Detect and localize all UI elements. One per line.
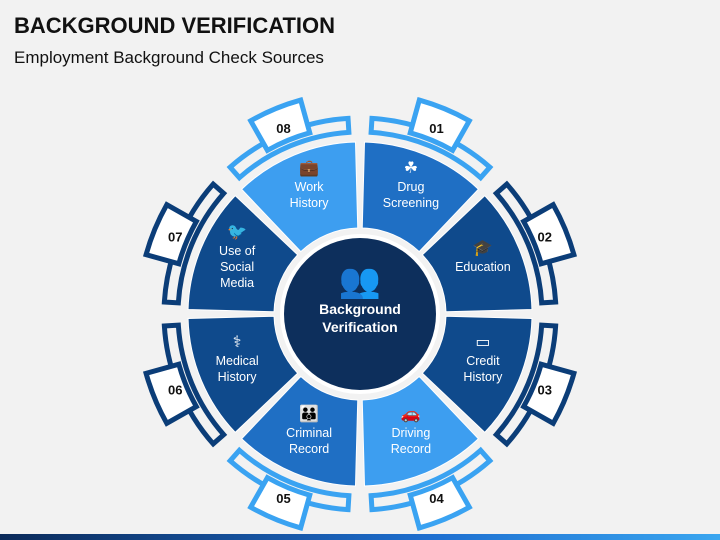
segment-label-line: Criminal — [286, 426, 332, 440]
graduation-cap-icon: 🎓 — [473, 238, 493, 257]
segment-label-line: Media — [220, 276, 254, 290]
segment-label-line: Social — [220, 260, 254, 274]
segment-number: 08 — [276, 121, 290, 136]
segment-shape — [240, 375, 359, 487]
segment-shape — [187, 315, 299, 434]
segment-label-line: Record — [289, 442, 329, 456]
handcuffed-people-icon: 👪 — [299, 404, 319, 423]
segment-number-tab — [520, 361, 578, 427]
segment-number: 02 — [538, 229, 552, 244]
segment-number: 03 — [538, 383, 552, 398]
segment-label-line: Drug — [397, 180, 424, 194]
segment-label-line: Record — [391, 442, 431, 456]
segment-number-tab — [247, 96, 313, 154]
segment-number-tab — [407, 474, 473, 532]
segment-label-line: Work — [295, 180, 325, 194]
segment-shape — [240, 141, 359, 253]
segment-number-tab — [247, 474, 313, 532]
segment-number-tab — [142, 201, 200, 267]
plant-icon: ☘ — [404, 158, 418, 177]
segment-number-tab — [142, 361, 200, 427]
segment-label-line: Driving — [391, 426, 430, 440]
segment-number-tab — [520, 201, 578, 267]
center-circle — [284, 238, 436, 390]
segment-label-line: Medical — [216, 354, 259, 368]
segment-label-line: Credit — [466, 354, 500, 368]
segment-02: 02 🎓 Education — [421, 180, 578, 313]
segment-shape — [421, 315, 533, 434]
segment-label-line: Use of — [219, 244, 256, 258]
page-subtitle: Employment Background Check Sources — [14, 48, 324, 67]
car-icon: 🚗 — [401, 404, 421, 423]
segment-number: 06 — [168, 383, 182, 398]
briefcase-icon: 💼 — [299, 158, 319, 177]
center-label-line2: Verification — [322, 319, 397, 335]
page-title: BACKGROUND VERIFICATION — [14, 13, 336, 38]
segment-label-line: History — [290, 196, 330, 210]
segment-number: 04 — [429, 491, 444, 506]
people-group-icon: 👥 — [339, 261, 381, 301]
caduceus-icon: ⚕ — [233, 332, 242, 351]
segment-label-line: History — [463, 370, 503, 384]
segment-shape — [187, 194, 299, 313]
twitter-bird-icon: 🐦 — [227, 222, 247, 241]
segment-label-line: History — [218, 370, 258, 384]
segment-number: 05 — [276, 491, 290, 506]
segment-shape — [361, 141, 480, 253]
credit-card-icon: ▭ — [475, 332, 490, 351]
segment-number-tab — [407, 96, 473, 154]
segment-number: 01 — [429, 121, 443, 136]
segment-shape — [421, 194, 533, 313]
segment-label-line: Education — [455, 260, 511, 274]
segment-shape — [361, 375, 480, 487]
segment-number: 07 — [168, 229, 182, 244]
segment-label-line: Screening — [383, 196, 439, 210]
bottom-accent-bar — [0, 534, 720, 540]
center-label-line1: Background — [319, 301, 401, 317]
